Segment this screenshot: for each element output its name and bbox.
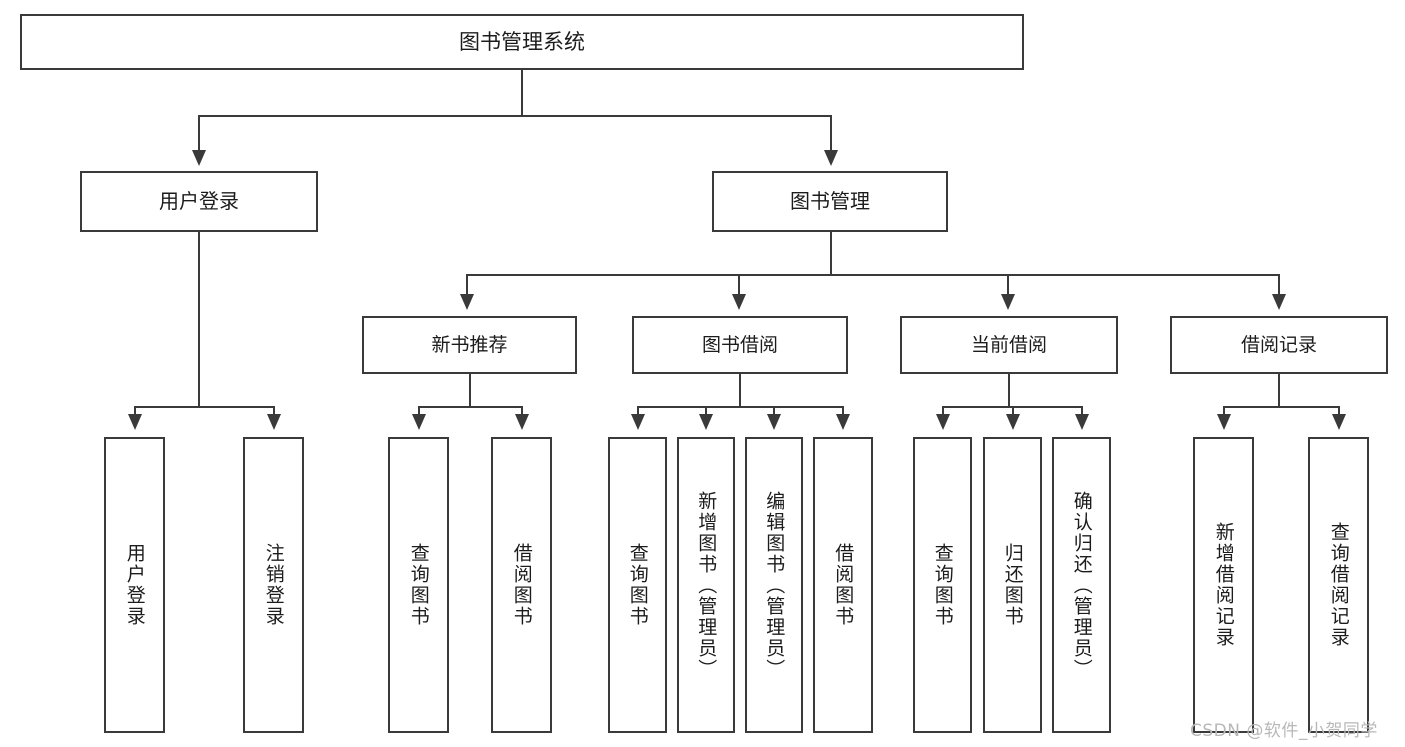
connector-records-stem bbox=[1278, 374, 1280, 406]
arrow-leaf-edit-book bbox=[767, 414, 781, 430]
connector-new-books-stem bbox=[469, 374, 471, 406]
node-label: 图书管理系统 bbox=[459, 29, 585, 54]
node-label: 查询图书 bbox=[931, 543, 954, 627]
node-new-book-recommend[interactable]: 新书推荐 bbox=[362, 316, 577, 374]
leaf-confirm-return-admin[interactable]: 确认归还（管理员） bbox=[1052, 437, 1111, 733]
arrow-to-new-books bbox=[460, 294, 474, 310]
leaf-user-login[interactable]: 用户登录 bbox=[104, 437, 165, 733]
node-book-management[interactable]: 图书管理 bbox=[712, 171, 948, 232]
connector-to-book-mgmt bbox=[830, 115, 832, 152]
node-user-login[interactable]: 用户登录 bbox=[80, 171, 318, 232]
connector-borrow-drop-1 bbox=[637, 406, 639, 416]
node-label: 注销登录 bbox=[262, 543, 285, 627]
leaf-query-book-recommend[interactable]: 查询图书 bbox=[388, 437, 449, 733]
connector-current-drop-2 bbox=[1012, 406, 1014, 416]
connector-user-login-drop-2 bbox=[273, 406, 275, 416]
node-label: 新书推荐 bbox=[431, 333, 508, 356]
leaf-logout[interactable]: 注销登录 bbox=[243, 437, 304, 733]
arrow-leaf-user-login bbox=[128, 414, 142, 430]
arrow-leaf-add-record bbox=[1217, 414, 1231, 430]
node-label: 借阅图书 bbox=[832, 543, 855, 627]
arrow-to-book-mgmt bbox=[824, 150, 838, 166]
arrow-to-borrow bbox=[732, 294, 746, 310]
arrow-to-current bbox=[1001, 294, 1015, 310]
connector-drop-borrow bbox=[738, 274, 740, 296]
connector-current-drop-3 bbox=[1081, 406, 1083, 416]
node-label: 用户登录 bbox=[159, 188, 239, 213]
node-book-borrow[interactable]: 图书借阅 bbox=[632, 316, 848, 374]
connector-borrow-drop-3 bbox=[773, 406, 775, 416]
connector-user-login-drop-1 bbox=[134, 406, 136, 416]
connector-new-books-drop-2 bbox=[521, 406, 523, 416]
leaf-add-borrow-record[interactable]: 新增借阅记录 bbox=[1193, 437, 1254, 733]
connector-current-stem bbox=[1008, 374, 1010, 406]
node-label: 归还图书 bbox=[1001, 543, 1024, 627]
node-label: 编辑图书（管理员） bbox=[763, 490, 786, 680]
connector-user-login-bus bbox=[134, 406, 274, 408]
arrow-to-user-login bbox=[192, 150, 206, 166]
leaf-edit-book-admin[interactable]: 编辑图书（管理员） bbox=[745, 437, 803, 733]
leaf-query-book-borrow[interactable]: 查询图书 bbox=[608, 437, 667, 733]
connector-to-user-login bbox=[198, 115, 200, 152]
arrow-leaf-add-book bbox=[699, 414, 713, 430]
node-label: 当前借阅 bbox=[970, 333, 1047, 356]
connector-borrow-drop-2 bbox=[705, 406, 707, 416]
node-root-system[interactable]: 图书管理系统 bbox=[20, 14, 1024, 70]
leaf-borrow-book-recommend[interactable]: 借阅图书 bbox=[491, 437, 552, 733]
node-borrow-records[interactable]: 借阅记录 bbox=[1170, 316, 1388, 374]
node-label: 新增借阅记录 bbox=[1212, 522, 1235, 648]
connector-user-login-stem bbox=[198, 232, 200, 406]
connector-records-drop-2 bbox=[1338, 406, 1340, 416]
connector-records-bus bbox=[1223, 406, 1339, 408]
connector-drop-records bbox=[1278, 274, 1280, 296]
arrow-leaf-borrow-book-2 bbox=[836, 414, 850, 430]
connector-root-stem bbox=[521, 70, 523, 115]
leaf-query-book-current[interactable]: 查询图书 bbox=[913, 437, 972, 733]
node-label: 查询图书 bbox=[407, 543, 430, 627]
connector-new-books-drop-1 bbox=[418, 406, 420, 416]
node-current-borrow[interactable]: 当前借阅 bbox=[900, 316, 1118, 374]
arrow-leaf-confirm-return bbox=[1075, 414, 1089, 430]
leaf-query-borrow-record[interactable]: 查询借阅记录 bbox=[1308, 437, 1369, 733]
node-label: 新增图书（管理员） bbox=[695, 490, 718, 680]
arrow-leaf-borrow-book-1 bbox=[515, 414, 529, 430]
arrow-leaf-query-book-1 bbox=[412, 414, 426, 430]
connector-book-mgmt-stem bbox=[830, 232, 832, 274]
connector-borrow-stem bbox=[739, 374, 741, 406]
node-label: 查询图书 bbox=[626, 543, 649, 627]
arrow-leaf-query-book-2 bbox=[631, 414, 645, 430]
connector-book-mgmt-bus bbox=[466, 274, 1280, 276]
arrow-leaf-query-record bbox=[1332, 414, 1346, 430]
leaf-add-book-admin[interactable]: 新增图书（管理员） bbox=[677, 437, 735, 733]
node-label: 图书借阅 bbox=[701, 333, 778, 356]
node-label: 确认归还（管理员） bbox=[1070, 490, 1093, 680]
arrow-to-records bbox=[1272, 294, 1286, 310]
connector-borrow-bus bbox=[637, 406, 843, 408]
node-label: 用户登录 bbox=[123, 543, 146, 627]
connector-root-bus bbox=[198, 115, 832, 117]
connector-current-drop-1 bbox=[942, 406, 944, 416]
connector-new-books-bus bbox=[418, 406, 523, 408]
leaf-borrow-book[interactable]: 借阅图书 bbox=[813, 437, 873, 733]
connector-drop-new-books bbox=[466, 274, 468, 296]
arrow-leaf-query-book-3 bbox=[936, 414, 950, 430]
node-label: 借阅记录 bbox=[1240, 333, 1317, 356]
node-label: 借阅图书 bbox=[510, 543, 533, 627]
arrow-leaf-return-book bbox=[1006, 414, 1020, 430]
leaf-return-book[interactable]: 归还图书 bbox=[983, 437, 1042, 733]
connector-records-drop-1 bbox=[1223, 406, 1225, 416]
connector-borrow-drop-4 bbox=[842, 406, 844, 416]
connector-drop-current bbox=[1007, 274, 1009, 296]
arrow-leaf-logout bbox=[267, 414, 281, 430]
node-label: 图书管理 bbox=[790, 188, 870, 213]
node-label: 查询借阅记录 bbox=[1327, 522, 1350, 648]
